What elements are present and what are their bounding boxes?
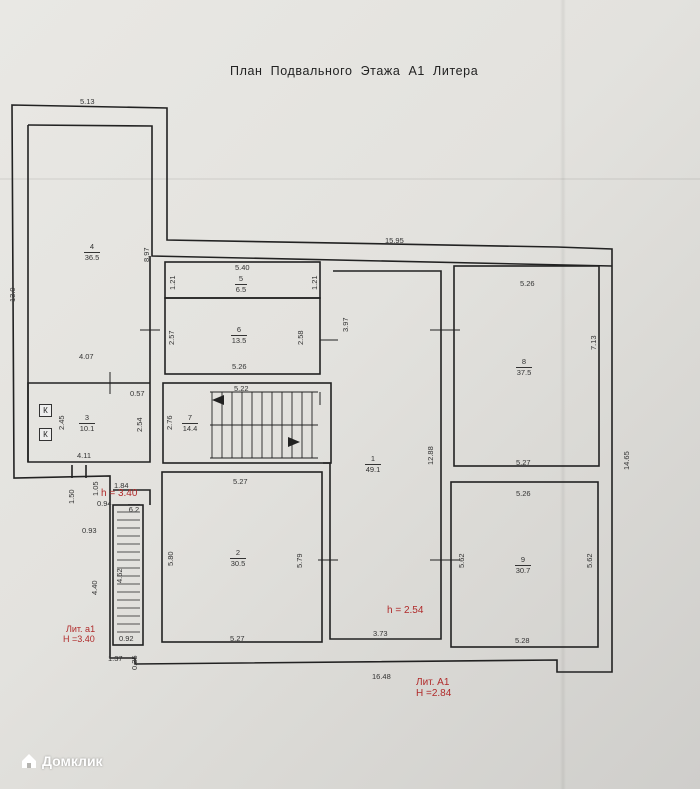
dim-label: 4.07: [79, 352, 94, 361]
room-area: 6.5: [234, 284, 248, 294]
dim-label: 2.54: [135, 417, 144, 432]
room-label: 7 14.4: [178, 413, 202, 434]
room-number: 3: [84, 413, 90, 422]
house-icon: [22, 754, 36, 768]
dim-label: 5.28: [515, 636, 530, 645]
dim-label: 15.95: [385, 236, 404, 245]
dim-label: 0.94: [97, 499, 112, 508]
dim-label: 0.93: [82, 526, 97, 535]
watermark-text: Домклик: [42, 753, 103, 769]
room-number: 1: [370, 454, 376, 463]
dim-label: 13.0: [8, 287, 17, 302]
room-area: 14.4: [181, 423, 199, 433]
dim-label: 1.84: [114, 481, 129, 490]
k-marker: К: [39, 428, 52, 441]
room-label: 9 30.7: [511, 555, 535, 576]
room-area: 30.5: [229, 558, 247, 568]
page-title: План Подвального Этажа А1 Литера: [230, 64, 479, 78]
lit-height-label: H =2.84: [416, 688, 452, 699]
room-area: 49.1: [364, 464, 382, 474]
dim-label: 2.76: [165, 415, 174, 430]
room-number: 5: [238, 274, 244, 283]
room-number: 4: [89, 242, 95, 251]
height-label: h = 2.54: [387, 605, 424, 616]
dim-label: 5.26: [232, 362, 247, 371]
k-marker: К: [39, 404, 52, 417]
room-area: 6.2: [127, 504, 141, 514]
dim-label: 1.21: [310, 275, 319, 290]
dim-label: 4.11: [77, 451, 92, 460]
room-label: 6.2: [122, 504, 146, 515]
lit-height-label: H =3.40: [63, 634, 95, 644]
dim-label: 0.92: [119, 634, 134, 643]
dim-label: 5.27: [516, 458, 531, 467]
room-number: 8: [521, 357, 527, 366]
paper-fold: [0, 178, 700, 180]
dim-label: 12.88: [426, 446, 435, 465]
dim-label: 4.40: [90, 580, 99, 595]
room-label: 5 6.5: [229, 274, 253, 295]
room-label: 6 13.5: [227, 325, 251, 346]
dim-label: 5.62: [585, 553, 594, 568]
lit-label: Лит. а1: [66, 624, 96, 634]
lit-label: Лит. А1: [416, 677, 450, 688]
room-number: 7: [187, 413, 193, 422]
dim-label: 5.80: [166, 551, 175, 566]
room-label: 4 36.5: [80, 242, 104, 263]
dim-label: 2.45: [57, 415, 66, 430]
dim-label: 2.57: [167, 330, 176, 345]
dim-label: 5.40: [235, 263, 250, 272]
room-label: 8 37.5: [512, 357, 536, 378]
room-label: 1 49.1: [361, 454, 385, 475]
room-area: 36.5: [83, 252, 101, 262]
dim-label: 1.50: [67, 489, 76, 504]
room-label: 2 30.5: [226, 548, 250, 569]
room-number: 9: [520, 555, 526, 564]
watermark-logo: Домклик: [20, 752, 103, 770]
room-area: 30.7: [514, 565, 532, 575]
dim-label: 1.21: [168, 275, 177, 290]
dim-label: 14.65: [622, 451, 631, 470]
dim-label: 5.26: [516, 489, 531, 498]
room-number: 6: [236, 325, 242, 334]
paper-fold-vertical: [560, 0, 566, 789]
room-area: 10.1: [78, 423, 96, 433]
dim-label: 5.79: [295, 553, 304, 568]
height-label: h = 3.40: [101, 488, 138, 499]
dim-label: 5.26: [520, 279, 535, 288]
room-number: 2: [235, 548, 241, 557]
dim-label: 3.73: [373, 629, 388, 638]
dim-label: 7.13: [589, 335, 598, 350]
dim-label: 8.97: [142, 247, 151, 262]
dim-label: 4.62: [115, 568, 124, 583]
dim-label: 1.37: [108, 654, 123, 663]
dim-label: 16.48: [372, 672, 391, 681]
dim-label: 5.62: [457, 553, 466, 568]
dim-label: 0.57: [130, 389, 145, 398]
dim-label: 0.35: [130, 655, 139, 670]
dim-label: 2.58: [296, 330, 305, 345]
dim-label: 5.27: [233, 477, 248, 486]
dim-label: 3.97: [341, 317, 350, 332]
dim-label: 5.27: [230, 634, 245, 643]
dim-label: 1.05: [91, 481, 100, 496]
dim-label: 5.22: [234, 384, 249, 393]
dim-label: 5.13: [80, 97, 95, 106]
room-area: 13.5: [230, 335, 248, 345]
room-label: 3 10.1: [75, 413, 99, 434]
room-area: 37.5: [515, 367, 533, 377]
